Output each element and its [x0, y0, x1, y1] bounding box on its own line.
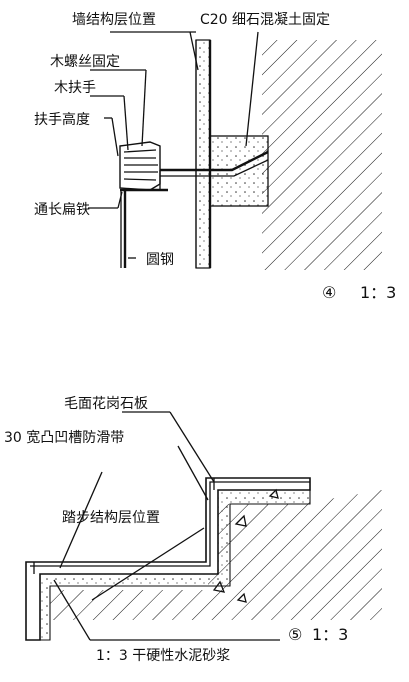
detail-4-number: ④ — [322, 283, 336, 302]
granite-facing — [25, 477, 311, 641]
detail-5: 毛面花岗石板 30 宽凸凹槽防滑带 踏步结构层位置 1：3 干硬性水泥砂浆 ⑤ … — [4, 396, 382, 664]
label-round-steel: 圆钢 — [146, 252, 174, 268]
detail-5-scale: 1：3 — [312, 625, 348, 644]
wood-handrail — [119, 141, 161, 191]
label-wood-screw: 木螺丝固定 — [50, 54, 120, 70]
detail-4: 墙结构层位置 C20 细石混凝土固定 木螺丝固定 木扶手 扶手高度 通长扁铁 圆… — [34, 12, 396, 302]
label-wood-handrail: 木扶手 — [54, 80, 96, 96]
label-granite: 毛面花岗石板 — [64, 396, 148, 412]
embedded-steel — [150, 150, 269, 172]
label-handrail-height: 扶手高度 — [34, 111, 90, 128]
label-c20-concrete: C20 细石混凝土固定 — [200, 12, 330, 28]
label-wall-structure: 墙结构层位置 — [72, 12, 156, 28]
wall-plaster — [195, 39, 211, 269]
label-mortar: 1：3 干硬性水泥砂浆 — [96, 648, 230, 664]
detail-5-number: ⑤ — [288, 625, 302, 644]
wall-structure-hatch — [262, 40, 382, 270]
label-step-structure: 踏步结构层位置 — [62, 510, 160, 526]
label-antislip-groove: 30 宽凸凹槽防滑带 — [4, 429, 124, 446]
detail-4-scale: 1：3 — [360, 283, 396, 302]
label-flat-iron: 通长扁铁 — [34, 202, 90, 218]
